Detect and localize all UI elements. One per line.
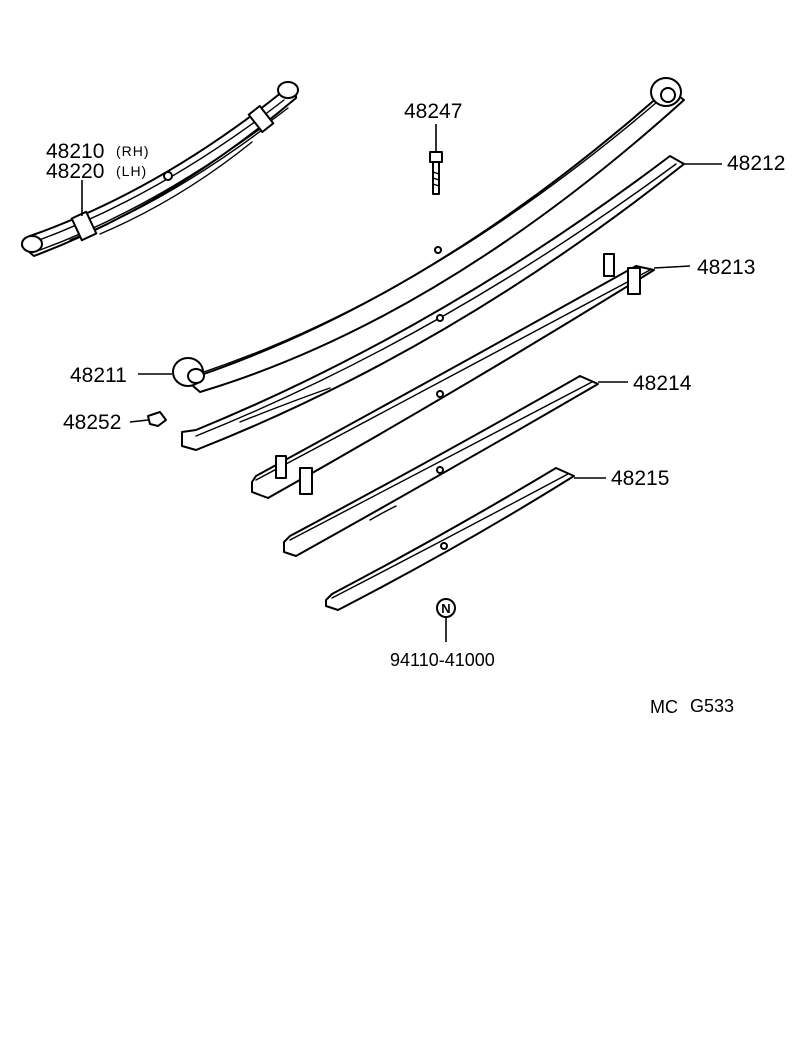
label-rh: (RH): [116, 143, 150, 159]
leaf-4[interactable]: [283, 375, 599, 557]
leader-48252: [129, 419, 149, 423]
leaf-2[interactable]: [181, 155, 685, 451]
leader-48213: [653, 265, 691, 269]
label-nut-partno: 94110-41000: [390, 650, 495, 670]
spring-clip[interactable]: [147, 411, 167, 427]
label-48215: 48215: [611, 467, 669, 490]
label-48220: 48220: [46, 160, 104, 183]
label-48211: 48211: [70, 364, 127, 387]
leaf-5[interactable]: [325, 467, 575, 611]
label-lh: (LH): [116, 163, 147, 179]
nut-mark-text: N: [441, 601, 450, 616]
leaf-spring-assembly[interactable]: [21, 81, 299, 257]
figure-prefix: MC: [650, 697, 678, 717]
label-48247: 48247: [404, 100, 462, 123]
label-48212: 48212: [727, 152, 785, 175]
label-48252: 48252: [63, 411, 121, 434]
figure-code: G533: [690, 696, 734, 716]
nut-marker[interactable]: N: [436, 598, 456, 618]
label-48210: 48210: [46, 140, 104, 163]
label-48213: 48213: [697, 256, 755, 279]
center-bolt[interactable]: [429, 151, 443, 195]
label-48214: 48214: [633, 372, 692, 395]
leaf-main[interactable]: [172, 77, 685, 393]
leaf-3[interactable]: [251, 253, 655, 499]
